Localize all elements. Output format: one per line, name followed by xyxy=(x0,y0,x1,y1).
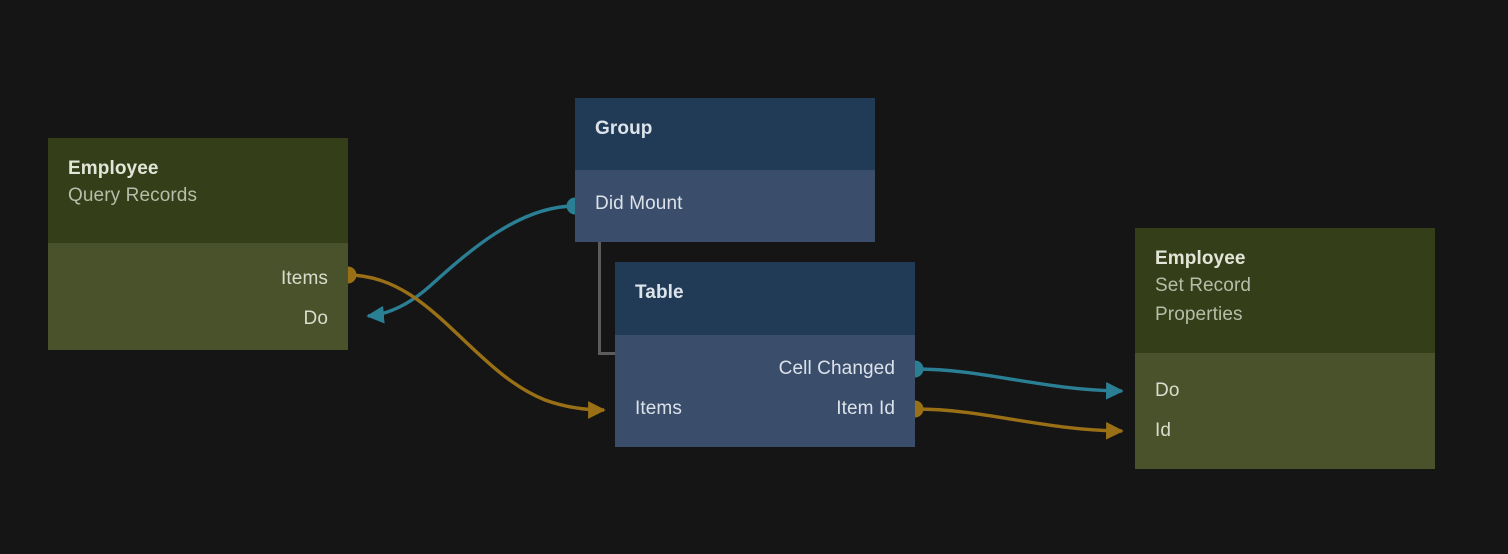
node-employee-query-records[interactable]: Employee Query Records Items Do xyxy=(48,138,348,350)
node-table[interactable]: Table Cell Changed Items Item Id xyxy=(615,262,915,448)
edge-items-to-items xyxy=(347,273,606,419)
edge-cell-changed-to-do xyxy=(914,367,1124,400)
node-title: Employee xyxy=(1155,248,1246,269)
port-label: Items xyxy=(281,268,328,289)
edge-item-id-to-id xyxy=(914,407,1124,440)
port-do-input[interactable]: Do xyxy=(1135,371,1435,411)
node-employee-set-record-properties[interactable]: Employee Set Record Properties Do Id xyxy=(1135,228,1435,470)
port-cell-changed-output[interactable]: Cell Changed xyxy=(615,349,915,389)
port-did-mount-output[interactable]: Did Mount xyxy=(575,184,875,224)
node-body: Items Do xyxy=(48,243,348,350)
port-label: Id xyxy=(1155,420,1172,441)
node-group[interactable]: Group Did Mount xyxy=(575,98,875,242)
node-subtitle-line2: Properties xyxy=(1155,304,1243,325)
port-id-input[interactable]: Id xyxy=(1135,411,1435,451)
port-label: Cell Changed xyxy=(778,358,895,379)
node-subtitle-line1: Set Record xyxy=(1155,275,1252,296)
node-subtitle: Query Records xyxy=(68,185,198,206)
port-label-items-input: Items xyxy=(635,398,682,419)
edge-did-mount-to-do xyxy=(366,204,576,324)
node-header: Employee Set Record Properties xyxy=(1135,228,1435,353)
port-label: Did Mount xyxy=(595,193,683,214)
group-containment-bracket xyxy=(598,240,616,355)
node-title: Table xyxy=(635,282,684,303)
node-title: Employee xyxy=(68,158,159,179)
node-header: Employee Query Records xyxy=(48,138,348,243)
node-body: Cell Changed Items Item Id xyxy=(615,335,915,447)
port-label: Do xyxy=(1155,380,1180,401)
port-label: Do xyxy=(303,308,328,329)
port-label-item-id-output: Item Id xyxy=(836,398,895,419)
node-title: Group xyxy=(595,118,653,139)
node-header: Group xyxy=(575,98,875,170)
port-items-output[interactable]: Items xyxy=(48,259,348,299)
node-body: Do Id xyxy=(1135,353,1435,469)
port-items-itemid-row[interactable]: Items Item Id xyxy=(615,389,915,429)
node-header: Table xyxy=(615,262,915,335)
node-body: Did Mount xyxy=(575,170,875,242)
port-do-input[interactable]: Do xyxy=(48,299,348,339)
